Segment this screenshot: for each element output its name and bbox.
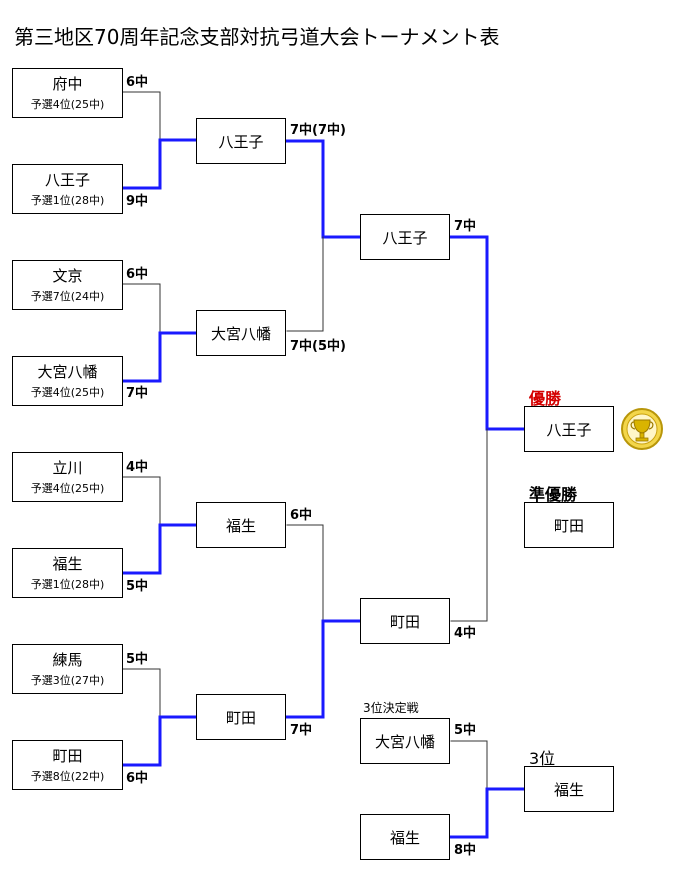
team-box: 立川 予選4位(25中) bbox=[12, 452, 123, 502]
bracket-line-r2-a-loser bbox=[286, 236, 324, 332]
team-score: 5中 bbox=[126, 579, 149, 594]
team-box: 練馬 予選3位(27中) bbox=[12, 644, 123, 694]
team-score: 6中 bbox=[126, 75, 149, 90]
team-score: 6中 bbox=[126, 771, 149, 786]
semifinal-box: 町田 bbox=[360, 598, 450, 644]
team-score: 7中 bbox=[454, 219, 477, 234]
team-score: 5中 bbox=[126, 652, 149, 667]
team-score: 7中 bbox=[290, 723, 313, 738]
team-name: 府中 bbox=[52, 75, 83, 93]
team-name: 練馬 bbox=[52, 651, 83, 669]
team-score: 7中(5中) bbox=[290, 339, 346, 354]
team-seed: 予選1位(28中) bbox=[30, 578, 105, 591]
bracket-line-r1-a-winner bbox=[121, 138, 197, 190]
bracket-line-r1-b-winner bbox=[121, 331, 197, 383]
trophy-icon bbox=[621, 408, 663, 450]
round2-box: 大宮八幡 bbox=[196, 310, 286, 356]
semifinal-box: 八王子 bbox=[360, 214, 450, 260]
page-title: 第三地区70周年記念支部対抗弓道大会トーナメント表 bbox=[14, 25, 500, 49]
bracket-line-final-winner bbox=[449, 235, 525, 431]
third-place-box: 福生 bbox=[524, 766, 614, 812]
round2-box: 町田 bbox=[196, 694, 286, 740]
team-seed: 予選4位(25中) bbox=[30, 386, 105, 399]
team-box: 府中 予選4位(25中) bbox=[12, 68, 123, 118]
team-score: 7中(7中) bbox=[290, 123, 346, 138]
team-name: 大宮八幡 bbox=[37, 363, 98, 381]
team-score: 9中 bbox=[126, 194, 149, 209]
team-name: 文京 bbox=[52, 267, 83, 285]
team-seed: 予選1位(28中) bbox=[30, 194, 105, 207]
runner-up-box: 町田 bbox=[524, 502, 614, 548]
team-box: 福生 予選1位(28中) bbox=[12, 548, 123, 598]
bracket-line-r1-b-loser bbox=[122, 283, 196, 334]
team-box: 大宮八幡 予選4位(25中) bbox=[12, 356, 123, 406]
bracket-line-final-loser bbox=[450, 428, 488, 622]
third-place-team-box: 大宮八幡 bbox=[360, 718, 450, 764]
bracket-line-r2-b-loser bbox=[286, 524, 324, 622]
team-score: 8中 bbox=[454, 843, 477, 858]
team-name: 福生 bbox=[52, 555, 83, 573]
team-seed: 予選4位(25中) bbox=[30, 482, 105, 495]
third-place-label: 3位 bbox=[529, 749, 556, 768]
team-box: 文京 予選7位(24中) bbox=[12, 260, 123, 310]
team-score: 7中 bbox=[126, 386, 149, 401]
team-score: 4中 bbox=[126, 460, 149, 475]
round2-box: 福生 bbox=[196, 502, 286, 548]
team-name: 八王子 bbox=[44, 171, 90, 189]
bracket-line-r1-a-loser bbox=[122, 91, 196, 141]
runner-up-label: 準優勝 bbox=[529, 485, 578, 504]
bracket-line-r2-a-winner bbox=[285, 139, 361, 239]
bracket-line-r1-c-winner bbox=[121, 523, 197, 575]
champion-box: 八王子 bbox=[524, 406, 614, 452]
bracket-line-third-loser bbox=[450, 740, 488, 790]
bracket-line-r1-c-loser bbox=[122, 476, 196, 526]
bracket-line-r2-b-winner bbox=[285, 619, 361, 719]
third-place-match-label: 3位決定戦 bbox=[363, 701, 419, 715]
team-seed: 予選4位(25中) bbox=[30, 98, 105, 111]
round2-box: 八王子 bbox=[196, 118, 286, 164]
team-score: 6中 bbox=[126, 267, 149, 282]
team-seed: 予選3位(27中) bbox=[30, 674, 105, 687]
team-box: 町田 予選8位(22中) bbox=[12, 740, 123, 790]
champion-label: 優勝 bbox=[529, 389, 562, 408]
team-score: 4中 bbox=[454, 626, 477, 641]
bracket-line-r1-d-loser bbox=[122, 668, 196, 718]
bracket-line-third-winner bbox=[449, 787, 525, 839]
team-seed: 予選8位(22中) bbox=[30, 770, 105, 783]
team-name: 立川 bbox=[52, 459, 83, 477]
bracket-line-r1-d-winner bbox=[121, 715, 197, 767]
team-score: 5中 bbox=[454, 723, 477, 738]
team-seed: 予選7位(24中) bbox=[30, 290, 105, 303]
third-place-team-box: 福生 bbox=[360, 814, 450, 860]
team-name: 町田 bbox=[52, 747, 83, 765]
team-box: 八王子 予選1位(28中) bbox=[12, 164, 123, 214]
team-score: 6中 bbox=[290, 508, 313, 523]
